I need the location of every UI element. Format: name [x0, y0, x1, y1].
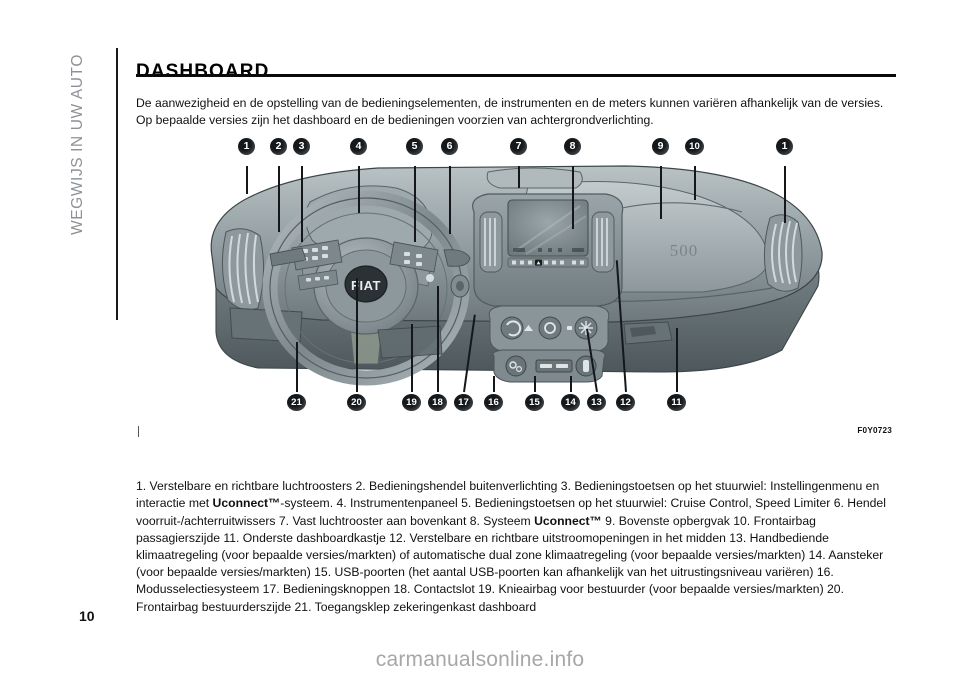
left-air-vent [221, 228, 265, 311]
intro-paragraph: De aanwezigheid en de opstelling van de … [136, 96, 884, 128]
steering-wheel-buttons-left [291, 239, 343, 291]
ignition-switch [450, 274, 470, 298]
callout-marker-15[interactable]: 15 [525, 394, 544, 411]
uconnect-icon-labels [513, 248, 584, 252]
leader-line [493, 376, 495, 392]
chapter-label: WEGWIJS IN UW AUTO [69, 54, 86, 236]
top-fixed-vent [486, 167, 583, 189]
figure-stage: FIAT [136, 128, 896, 428]
callout-marker-4[interactable]: 4 [350, 138, 367, 155]
page-content: DASHBOARD De aanwezigheid en de opstelli… [136, 0, 896, 683]
leader-line [676, 328, 678, 392]
leader-line [437, 286, 439, 392]
fiat-logo-badge [344, 265, 388, 303]
figure-tick-mark [138, 426, 140, 437]
leader-line [356, 278, 358, 392]
footer-brand: carmanualsonline.info [375, 648, 585, 671]
uconnect-touchscreen [507, 199, 589, 257]
leader-line [660, 166, 662, 219]
callout-marker-7[interactable]: 7 [510, 138, 527, 155]
steering-wheel-buttons-right [389, 241, 439, 282]
leader-line [278, 166, 280, 232]
right-air-vent [763, 214, 803, 292]
leader-line [572, 166, 574, 229]
callout-marker-19[interactable]: 19 [402, 394, 421, 411]
chapter-rule [116, 48, 118, 320]
legend-emphasis: Uconnect™ [212, 496, 281, 511]
figure-caption-row: F0Y0723 [136, 426, 896, 444]
lower-switch-panel [492, 349, 606, 383]
knee-airbag-panel [377, 325, 443, 359]
chapter-side-tab: WEGWIJS IN UW AUTO [0, 0, 122, 683]
centre-vent-left [479, 211, 503, 273]
callout-marker-9[interactable]: 9 [652, 138, 669, 155]
page-title: DASHBOARD [136, 60, 270, 82]
callout-marker-8[interactable]: 8 [564, 138, 581, 155]
fiat-logo-text: FIAT [351, 278, 381, 293]
leader-line [411, 324, 413, 392]
callout-marker-14[interactable]: 14 [561, 394, 580, 411]
callout-marker-18[interactable]: 18 [428, 394, 447, 411]
legend-text: -systeem. 4. Instrumentenpaneel 5. Bedie… [136, 496, 886, 528]
uconnect-softkey-row [507, 257, 589, 268]
lower-glovebox [623, 321, 673, 345]
leader-line [246, 166, 248, 194]
legend-text: 1. Verstelbare en richtbare luchtrooster… [136, 479, 880, 511]
leader-line [296, 342, 298, 392]
legend-emphasis: Uconnect™ [534, 513, 602, 528]
passenger-airbag-badge: 500 [670, 241, 699, 260]
page-number: 10 [79, 608, 95, 624]
leader-line [358, 166, 360, 213]
light-stalk-lever [269, 247, 307, 267]
callout-marker-13[interactable]: 13 [587, 394, 606, 411]
leader-line [570, 376, 572, 392]
wiper-stalk-lever [443, 249, 471, 267]
callout-marker-11[interactable]: 11 [667, 394, 686, 411]
dashboard-figure: FIAT [136, 128, 896, 448]
legend-paragraph: 1. Verstelbare en richtbare luchtrooster… [136, 478, 888, 616]
title-divider [136, 74, 896, 77]
leader-line [414, 166, 416, 242]
centre-console [472, 193, 624, 307]
climate-control-panel [488, 305, 610, 353]
callout-marker-20[interactable]: 20 [347, 394, 366, 411]
callout-marker-17[interactable]: 17 [454, 394, 473, 411]
callout-marker-1-left[interactable]: 1 [238, 138, 255, 155]
callout-marker-3[interactable]: 3 [293, 138, 310, 155]
dashboard-illustration: FIAT [210, 165, 823, 386]
leader-line [534, 376, 536, 392]
callout-marker-12[interactable]: 12 [616, 394, 635, 411]
model-badge-500: 500 [670, 241, 699, 260]
callout-marker-16[interactable]: 16 [484, 394, 503, 411]
figure-code: F0Y0723 [857, 426, 892, 435]
legend-text: 9. Bovenste opbergvak 10. Frontairbag pa… [136, 513, 884, 614]
leader-line [518, 166, 520, 188]
leader-line [301, 166, 303, 242]
leader-line [784, 166, 786, 223]
leader-line [449, 166, 451, 234]
callout-marker-21[interactable]: 21 [287, 394, 306, 411]
centre-vent-right [591, 211, 615, 273]
callout-marker-2[interactable]: 2 [270, 138, 287, 155]
callout-marker-5[interactable]: 5 [406, 138, 423, 155]
callout-marker-10[interactable]: 10 [685, 138, 704, 155]
callout-marker-1-right[interactable]: 1 [776, 138, 793, 155]
callout-marker-6[interactable]: 6 [441, 138, 458, 155]
upper-storage-seam [621, 202, 743, 213]
leader-line [694, 166, 696, 200]
